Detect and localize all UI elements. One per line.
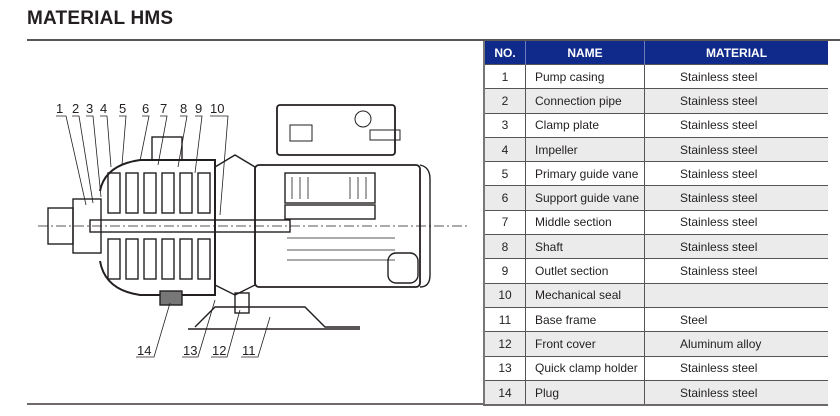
bottom-leader-lines: [136, 299, 271, 358]
cell-no: 3: [483, 112, 526, 138]
cell-no: 9: [483, 258, 526, 284]
column-header-material: MATERIAL: [644, 41, 828, 65]
cell-no: 7: [483, 209, 526, 235]
cell-material: Aluminum alloy: [644, 331, 828, 357]
part-label: 4: [100, 101, 107, 116]
connection-block: [72, 198, 102, 254]
table-header-row: NO. NAME MATERIAL: [483, 41, 828, 65]
cell-material: Stainless steel: [644, 161, 828, 186]
shaft: [89, 219, 291, 233]
cell-name: Clamp plate: [525, 112, 645, 138]
cell-name: Primary guide vane: [525, 161, 645, 186]
stator-top: [284, 172, 376, 204]
part-label: 2: [72, 101, 79, 116]
cell-name: Quick clamp holder: [525, 355, 645, 381]
top-part-labels: 1 2 3 4 5 6 7 8 9 10: [56, 101, 224, 116]
cell-material: Stainless steel: [644, 63, 828, 89]
bottom-divider: [27, 403, 483, 405]
title-divider: [27, 39, 840, 41]
cell-name: Shaft: [525, 234, 645, 259]
cell-no: 1: [483, 63, 526, 89]
cell-material: Stainless steel: [644, 379, 828, 407]
part-label: 9: [195, 101, 202, 116]
part-label: 1: [56, 101, 63, 116]
pump-cross-section-diagram: 1 2 3 4 5 6 7 8 9 10 14 13 12 11: [38, 101, 470, 358]
front-cover-foot: [234, 292, 250, 314]
cell-material: Steel: [644, 306, 828, 332]
cell-material: Stainless steel: [644, 88, 828, 114]
cell-material: Stainless steel: [644, 112, 828, 138]
cell-material: Stainless steel: [644, 209, 828, 235]
cell-material: Stainless steel: [644, 258, 828, 284]
cell-material: Stainless steel: [644, 355, 828, 381]
cell-no: 5: [483, 161, 526, 186]
part-label: 14: [137, 343, 151, 358]
column-header-no: NO.: [483, 41, 526, 65]
cell-no: 14: [483, 379, 526, 407]
part-label: 8: [180, 101, 187, 116]
cell-name: Front cover: [525, 331, 645, 357]
outlet-section: [214, 154, 256, 296]
cell-name: Middle section: [525, 209, 645, 235]
part-label: 6: [142, 101, 149, 116]
cell-name: Pump casing: [525, 63, 645, 89]
impeller-stages: [107, 172, 211, 280]
part-label: 10: [210, 101, 224, 116]
bottom-part-labels: 14 13 12 11: [137, 343, 256, 358]
part-label: 13: [183, 343, 197, 358]
cell-no: 11: [483, 306, 526, 332]
cell-no: 13: [483, 355, 526, 381]
top-leader-lines: [56, 115, 229, 216]
cell-name: Connection pipe: [525, 88, 645, 114]
cell-material: [644, 282, 828, 308]
part-label: 12: [212, 343, 226, 358]
cell-name: Impeller: [525, 136, 645, 162]
cell-material: Stainless steel: [644, 185, 828, 211]
cell-name: Outlet section: [525, 258, 645, 284]
cell-material: Stainless steel: [644, 234, 828, 259]
motor-body: [254, 164, 421, 288]
cell-no: 10: [483, 282, 526, 308]
motor-end-cap: [419, 164, 431, 288]
cell-name: Plug: [525, 379, 645, 407]
cell-no: 8: [483, 234, 526, 259]
bolt-housing: [387, 252, 419, 284]
plug-part: [159, 290, 183, 306]
part-label: 3: [86, 101, 93, 116]
part-label: 7: [160, 101, 167, 116]
part-label: 5: [119, 101, 126, 116]
base-frame: [194, 306, 360, 328]
part-label: 11: [242, 343, 256, 358]
cell-no: 12: [483, 331, 526, 357]
cell-name: Mechanical seal: [525, 282, 645, 308]
cell-name: Base frame: [525, 306, 645, 332]
outlet-port: [151, 136, 183, 161]
page-title: MATERIAL HMS: [27, 8, 174, 29]
rotor: [284, 204, 376, 220]
cable-gland-mesh: [354, 110, 372, 128]
cell-no: 6: [483, 185, 526, 211]
column-header-name: NAME: [525, 41, 645, 65]
cell-no: 4: [483, 136, 526, 162]
cell-no: 2: [483, 88, 526, 114]
cell-material: Stainless steel: [644, 136, 828, 162]
cell-name: Support guide vane: [525, 185, 645, 211]
